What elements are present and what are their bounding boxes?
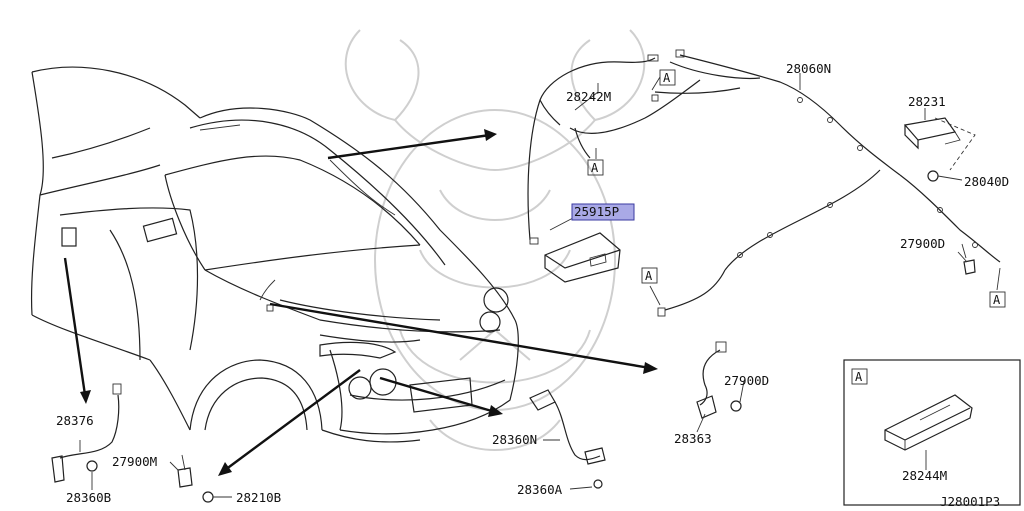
- callout-a-3-text: A: [645, 269, 653, 283]
- detail-box-A: [843, 359, 1021, 506]
- label-28376[interactable]: 28376: [56, 413, 94, 428]
- callout-a-1: A: [659, 69, 676, 86]
- unit-28231: [903, 117, 961, 150]
- label-28360B[interactable]: 28360B: [66, 490, 111, 505]
- bolt-28210B: [202, 491, 214, 503]
- callout-a-4: A: [989, 291, 1006, 308]
- dashed-bracket-28231: [934, 117, 976, 171]
- callout-a-2: A: [587, 159, 604, 176]
- label-28060N[interactable]: 28060N: [786, 61, 831, 76]
- module-25915P: [544, 232, 621, 283]
- callout-a-2-text: A: [591, 161, 599, 175]
- harness-28360N: [529, 389, 606, 489]
- callout-a-3: A: [641, 267, 658, 284]
- diagram-code: J28001P3: [940, 494, 1000, 509]
- clip-27900D-upper: [957, 251, 976, 275]
- label-25915P[interactable]: 25915P: [574, 204, 619, 219]
- reference-arrows: [63, 129, 658, 476]
- harness-28363: [696, 341, 742, 419]
- label-28231[interactable]: 28231: [908, 94, 946, 109]
- label-28242M[interactable]: 28242M: [566, 89, 611, 104]
- label-27900D-lower[interactable]: 27900D: [724, 373, 769, 388]
- label-28040D[interactable]: 28040D: [964, 174, 1009, 189]
- label-27900M[interactable]: 27900M: [112, 454, 157, 469]
- label-28363[interactable]: 28363: [674, 431, 712, 446]
- label-25915P-highlight: [571, 203, 635, 221]
- bracket-27900M: [177, 454, 193, 488]
- harness-28376: [51, 383, 122, 483]
- harness-28060N: [527, 49, 1001, 317]
- callout-a-detail-text: A: [855, 370, 863, 384]
- label-28360N[interactable]: 28360N: [492, 432, 537, 447]
- label-28210B[interactable]: 28210B: [236, 490, 281, 505]
- vehicle-illustration: [30, 66, 519, 443]
- label-28360A[interactable]: 28360A: [517, 482, 563, 497]
- label-28244M[interactable]: 28244M: [902, 468, 947, 483]
- callout-a-1-text: A: [663, 71, 671, 85]
- callout-a-4-text: A: [993, 293, 1001, 307]
- label-27900D-upper[interactable]: 27900D: [900, 236, 945, 251]
- leader-lines: [79, 73, 1001, 498]
- leader-28040D: [949, 177, 963, 181]
- callout-a-detail: A: [851, 368, 868, 385]
- bolt-28040D: [927, 170, 951, 182]
